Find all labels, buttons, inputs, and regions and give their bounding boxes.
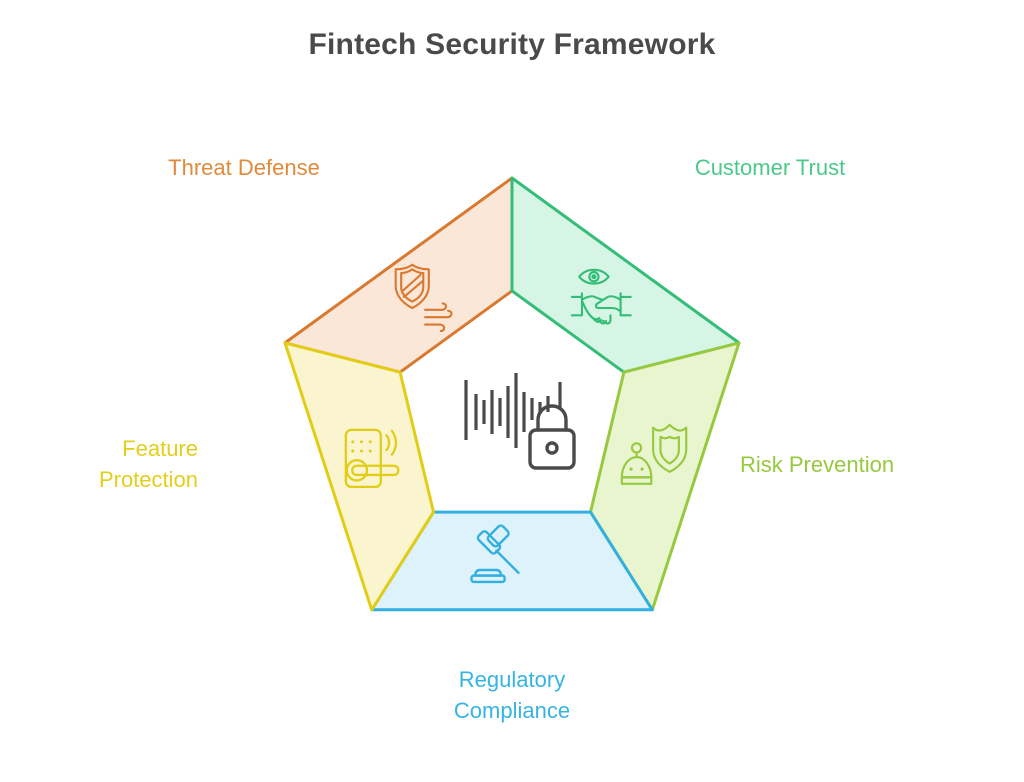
segment-customer-trust-shape[interactable] — [510, 176, 741, 374]
eye-handshake-icon — [570, 268, 632, 325]
gavel-icon — [470, 524, 520, 584]
segment-label-customer-trust[interactable]: Customer Trust — [694, 155, 846, 180]
page-title: Fintech Security Framework — [308, 28, 716, 61]
segment-customer-trust[interactable] — [510, 176, 741, 374]
segment-feature-protection[interactable] — [283, 341, 435, 612]
voice-waveform-lock-icon — [464, 373, 576, 470]
smart-door-lock-icon — [344, 428, 400, 489]
segment-label-threat-defense[interactable]: Threat Defense — [168, 155, 320, 180]
shield-wind-icon — [394, 263, 453, 333]
segment-threat-defense-shape[interactable] — [283, 176, 514, 374]
segment-feature-protection-shape[interactable] — [283, 341, 435, 612]
robot-shield-icon — [620, 423, 688, 485]
segment-label-risk-prevention[interactable]: Risk Prevention — [740, 452, 895, 477]
segment-threat-defense[interactable] — [283, 176, 514, 374]
segment-label-feature-protection[interactable]: Feature Protection — [98, 436, 198, 493]
segment-label-regulatory-compliance[interactable]: Regulatory Compliance — [453, 667, 571, 724]
